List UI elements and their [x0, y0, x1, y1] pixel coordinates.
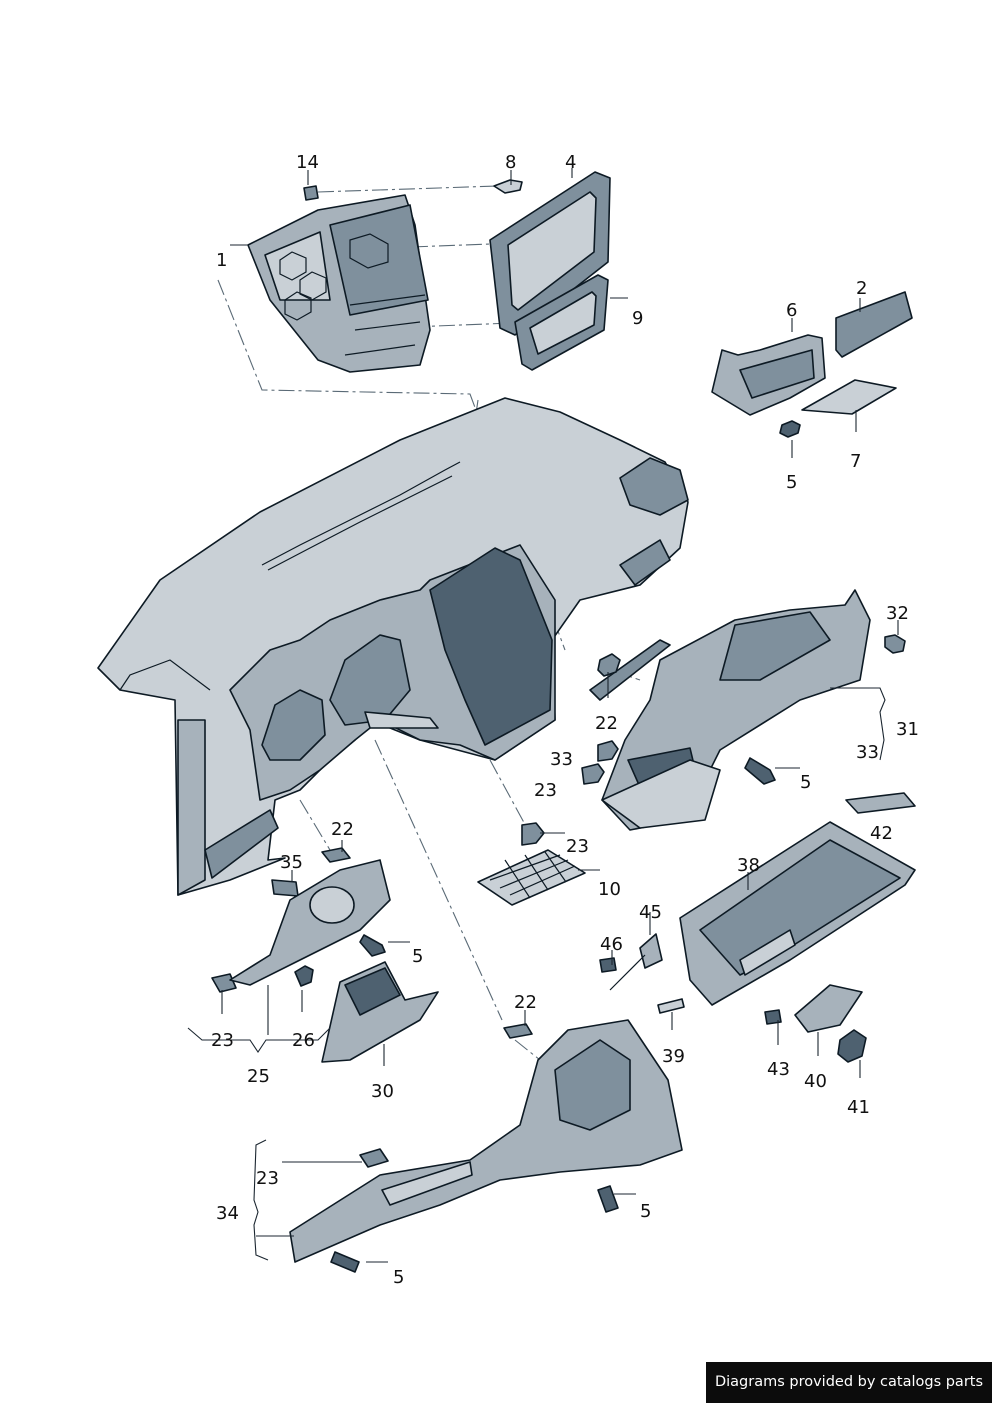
label-25: 25	[247, 1066, 270, 1087]
label-33a: 33	[856, 742, 879, 763]
trim-frame-9	[514, 274, 609, 371]
label-5b: 5	[800, 772, 811, 793]
clips	[211, 653, 782, 1273]
label-1: 1	[216, 250, 227, 271]
label-14: 14	[296, 152, 319, 173]
label-35: 35	[280, 852, 303, 873]
side-housing-31	[601, 589, 906, 831]
storage-tray-assembly	[711, 291, 913, 438]
label-46: 46	[600, 934, 623, 955]
label-45: 45	[639, 902, 662, 923]
label-22c: 22	[514, 992, 537, 1013]
label-33b: 33	[550, 749, 573, 770]
cable-45	[609, 933, 663, 991]
trim-frame-4	[489, 171, 611, 336]
label-9: 9	[632, 308, 643, 329]
label-5e: 5	[393, 1267, 404, 1288]
label-5c: 5	[412, 946, 423, 967]
label-7: 7	[850, 451, 861, 472]
lower-trim-34	[289, 1019, 683, 1263]
label-31: 31	[896, 719, 919, 740]
label-22a: 22	[595, 713, 618, 734]
label-6: 6	[786, 300, 797, 321]
label-34: 34	[216, 1203, 239, 1224]
label-5d: 5	[640, 1201, 651, 1222]
label-10: 10	[598, 879, 621, 900]
label-30: 30	[371, 1081, 394, 1102]
label-43: 43	[767, 1059, 790, 1080]
mat-10	[477, 849, 586, 906]
trim-strip-42	[845, 792, 916, 814]
label-23c: 23	[211, 1030, 234, 1051]
latch-40	[794, 984, 867, 1063]
label-8: 8	[505, 152, 516, 173]
leader-lines	[187, 168, 899, 1263]
label-23a: 23	[534, 780, 557, 801]
label-22b: 22	[331, 819, 354, 840]
lower-cover-25	[229, 859, 391, 986]
label-38: 38	[737, 855, 760, 876]
label-2: 2	[856, 278, 867, 299]
label-39: 39	[662, 1046, 685, 1067]
label-41: 41	[847, 1097, 870, 1118]
storage-bin-30	[321, 961, 439, 1063]
label-32: 32	[886, 603, 909, 624]
label-42: 42	[870, 823, 893, 844]
part-labels: 1 14 8 4 9 2 6 5 7 32 31 33 5 42 22 33 2…	[211, 152, 919, 1288]
label-26: 26	[292, 1030, 315, 1051]
footer-credit-text: Diagrams provided by catalogs parts	[714, 1374, 984, 1390]
label-23b: 23	[566, 836, 589, 857]
label-23d: 23	[256, 1168, 279, 1189]
label-4: 4	[565, 152, 576, 173]
dashboard-panel	[97, 397, 689, 896]
label-40: 40	[804, 1071, 827, 1092]
footer-badge: Diagrams provided by catalogs parts	[706, 1362, 992, 1403]
center-console-bracket	[247, 179, 523, 373]
glove-box-38	[679, 821, 916, 1006]
label-5a: 5	[786, 472, 797, 493]
